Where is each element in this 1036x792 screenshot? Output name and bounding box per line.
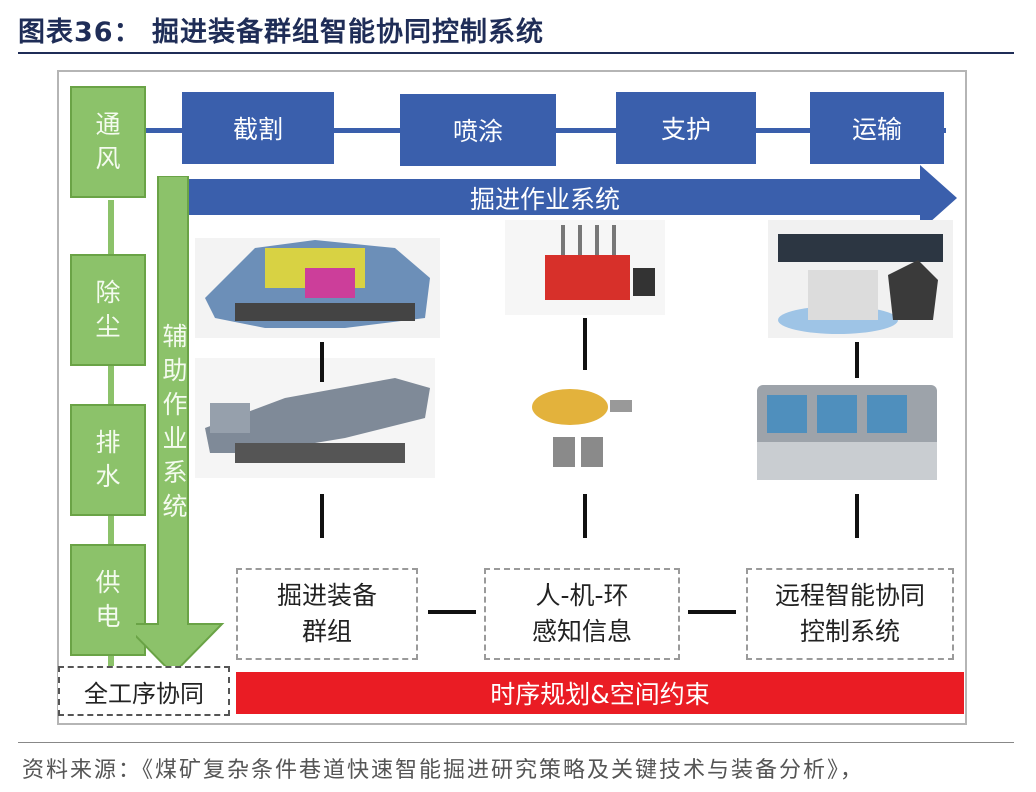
link-line-2a (583, 318, 587, 370)
hydraulic-valve-image (505, 220, 665, 315)
dust-removal-box: 除 尘 (70, 254, 146, 366)
main-operation-arrow (185, 165, 957, 231)
control-cabin-image (757, 385, 937, 480)
timing-space-constraint-bar: 时序规划&空间约束 (236, 672, 964, 714)
title-divider (18, 52, 1014, 54)
dust-removal-char-1: 除 (95, 278, 121, 307)
main-arrow-label: 掘进作业系统 (470, 185, 621, 214)
link-line-3b (855, 494, 859, 538)
auxiliary-operation-arrow (136, 176, 225, 676)
bottom-connector-1 (428, 610, 476, 614)
remote-control-line-1: 远程智能协同 (774, 581, 925, 610)
sensor-device-image (532, 389, 632, 467)
motor-image (553, 437, 575, 467)
spraying-box: 喷涂 (400, 94, 556, 166)
full-process-collaboration-box: 全工序协同 (58, 666, 230, 716)
transport-box: 运输 (810, 92, 944, 164)
aux-char-6: 统 (162, 492, 188, 521)
source-note: 资料来源：《煤矿复杂条件巷道快速智能掘进研究策略及关键技术与装备分析》， (22, 758, 865, 783)
ventilation-char-1: 通 (95, 110, 121, 139)
drainage-box: 排 水 (70, 404, 146, 516)
equipment-group-line-2: 群组 (301, 617, 352, 646)
link-line-1b (320, 494, 324, 538)
link-line-3a (855, 342, 859, 378)
source-divider (18, 742, 1014, 743)
drainage-char-1: 排 (95, 428, 121, 457)
perception-info-box: 人-机-环 感知信息 (484, 568, 680, 660)
cutting-box: 截割 (182, 92, 334, 164)
ventilation-char-2: 风 (95, 144, 121, 173)
link-line-2b (583, 494, 587, 538)
power-supply-char-1: 供 (95, 568, 121, 597)
auxiliary-arrow-label: 辅 助 作 业 系 统 (158, 320, 192, 524)
aux-char-1: 辅 (162, 322, 188, 351)
aux-char-2: 助 (162, 356, 188, 385)
remote-control-line-2: 控制系统 (799, 617, 900, 646)
dust-removal-char-2: 尘 (95, 312, 121, 341)
aux-char-4: 业 (162, 424, 188, 453)
remote-control-system-box: 远程智能协同 控制系统 (746, 568, 954, 660)
figure-title: 图表36： 掘进装备群组智能协同控制系统 (18, 17, 544, 48)
power-supply-char-2: 电 (95, 602, 121, 631)
equipment-group-box: 掘进装备 群组 (236, 568, 418, 660)
support-box: 支护 (616, 92, 756, 164)
diagram-frame (57, 70, 967, 725)
equipment-group-line-1: 掘进装备 (276, 581, 377, 610)
ventilation-box: 通 风 (70, 86, 146, 198)
drainage-char-2: 水 (95, 462, 121, 491)
aux-char-5: 系 (162, 458, 188, 487)
perception-info-line-2: 感知信息 (531, 617, 632, 646)
bottom-connector-2 (688, 610, 736, 614)
perception-info-line-1: 人-机-环 (535, 581, 629, 610)
roadheader-machine-image (195, 238, 440, 338)
tunneling-equipment-group-image (195, 358, 435, 478)
power-supply-box: 供 电 (70, 544, 146, 656)
aux-char-3: 作 (162, 390, 188, 419)
remote-control-console-image (768, 220, 953, 338)
link-line-1a (320, 342, 324, 382)
